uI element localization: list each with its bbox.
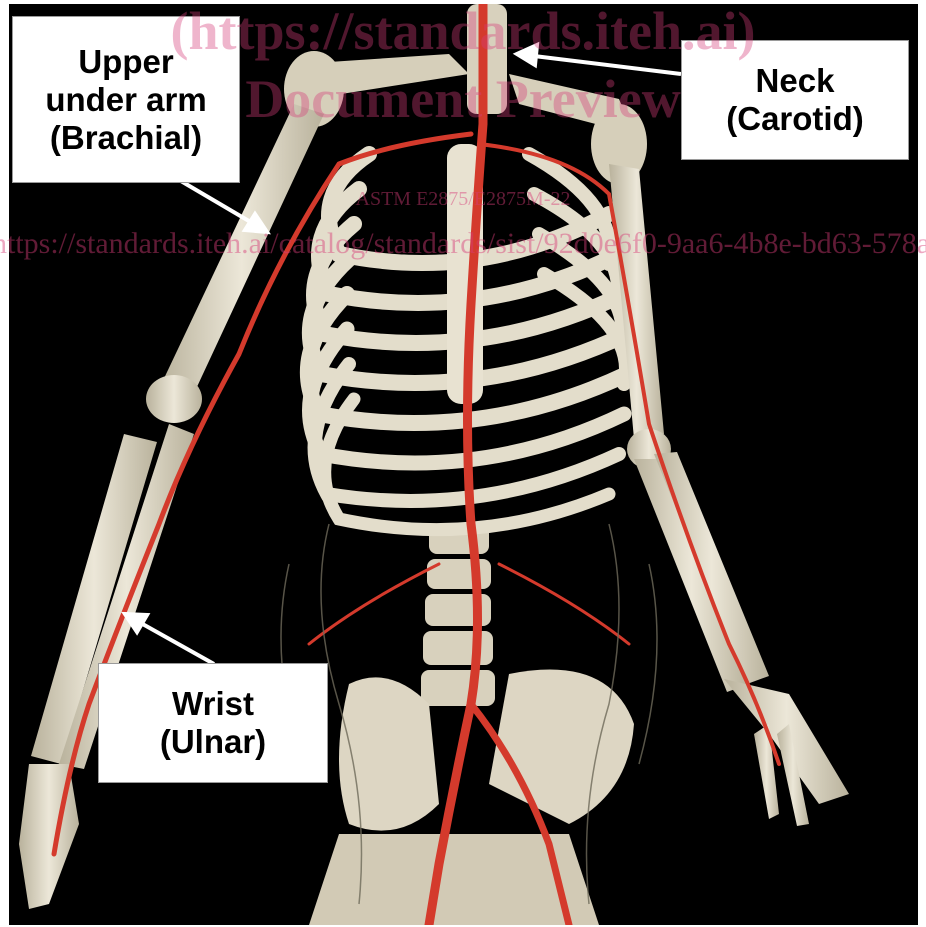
carotid-label-line2: (Carotid)	[726, 100, 863, 138]
ulnar-label-line2: (Ulnar)	[160, 723, 266, 761]
brachial-label-line3: (Brachial)	[50, 119, 202, 157]
ulnar-label: Wrist (Ulnar)	[98, 663, 328, 783]
brachial-label-line2: under arm	[45, 81, 206, 119]
brachial-label-line1: Upper	[78, 43, 173, 81]
right-arm-bones	[609, 164, 849, 826]
brachial-label: Upper under arm (Brachial)	[12, 16, 240, 183]
carotid-label: Neck (Carotid)	[681, 40, 909, 160]
anatomy-image-frame: Upper under arm (Brachial) Neck (Carotid…	[9, 4, 918, 925]
carotid-label-line1: Neck	[756, 62, 835, 100]
ulnar-label-line1: Wrist	[172, 685, 254, 723]
